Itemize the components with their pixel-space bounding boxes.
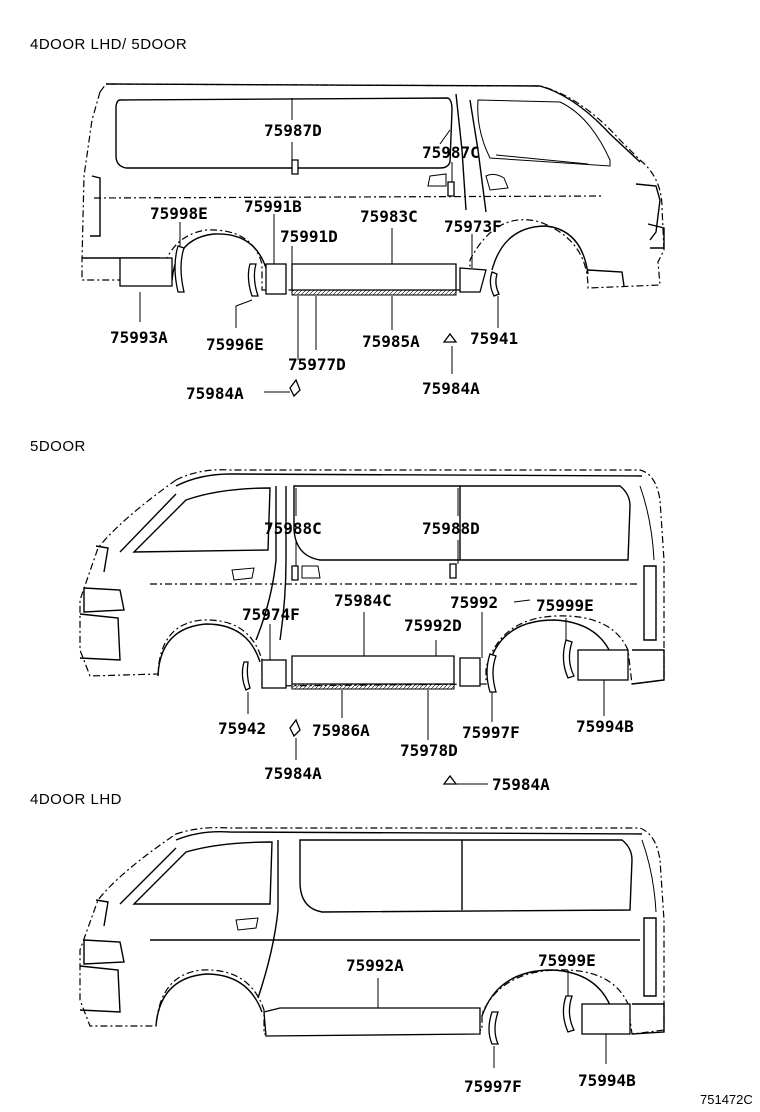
label-75998E: 75998E	[150, 204, 208, 223]
section-4door-lhd: 4DOOR LHD	[30, 791, 665, 1096]
label-75984A-right: 75984A	[492, 775, 550, 794]
label-75992A: 75992A	[346, 956, 404, 975]
leaders-2	[247, 488, 605, 785]
part-rear-arch-trim	[174, 245, 185, 293]
part-front-arch-trim	[489, 271, 500, 297]
label-75973F: 75973F	[444, 217, 502, 236]
van-outline-1	[81, 83, 665, 291]
clip-75987D	[291, 159, 299, 175]
label-75974F: 75974F	[242, 605, 300, 624]
label-75986A: 75986A	[312, 721, 370, 740]
part-rocker-moulding-5door	[291, 655, 455, 685]
clip-75984A-b	[442, 332, 458, 343]
section-title: 4DOOR LHD	[30, 791, 122, 808]
part-front-arch-trim	[241, 661, 251, 691]
label-75988C: 75988C	[264, 519, 322, 538]
part-rear-mudguard	[577, 649, 629, 681]
parts-2	[241, 563, 629, 785]
diagram-reference-number: 751472C	[700, 1092, 753, 1107]
section-4door-lhd-5door: 4DOOR LHD/ 5DOOR	[30, 36, 665, 403]
label-75994B: 75994B	[578, 1071, 636, 1090]
label-75988D: 75988D	[422, 519, 480, 538]
label-75991D: 75991D	[280, 227, 338, 246]
part-rear-mudguard	[119, 257, 173, 287]
label-75997F: 75997F	[462, 723, 520, 742]
labels-3: 75992A 75999E 75997F 75994B	[346, 951, 636, 1096]
part-rear-arch-trim	[486, 653, 497, 693]
clip-75987C	[447, 181, 455, 197]
section-title: 4DOOR LHD/ 5DOOR	[30, 36, 187, 53]
part-rocker-step	[291, 289, 457, 296]
van-outline-2	[79, 469, 665, 687]
label-75984A-left: 75984A	[186, 384, 244, 403]
label-75984A-left: 75984A	[264, 764, 322, 783]
part-door-mudguard-rear	[265, 263, 287, 295]
labels-1: 75987D 75987C 75998E 75991B 75983C 75991…	[110, 121, 518, 403]
label-75992D: 75992D	[404, 616, 462, 635]
parts-1	[119, 159, 500, 398]
label-75987D: 75987D	[264, 121, 322, 140]
clip-75988C	[291, 565, 299, 581]
label-75992: 75992	[450, 593, 498, 612]
label-75977D: 75977D	[288, 355, 346, 374]
label-75999E: 75999E	[538, 951, 596, 970]
clip-75984A-a	[289, 378, 301, 398]
section-5door: 5DOOR	[30, 438, 665, 794]
part-rear-arch-trim	[488, 1011, 499, 1045]
clip-75988D	[449, 563, 457, 579]
part-slide-door-mudguard	[459, 657, 481, 687]
label-75983C: 75983C	[360, 207, 418, 226]
part-rear-arch-trim-2	[562, 995, 575, 1033]
label-75997F: 75997F	[464, 1077, 522, 1096]
label-75978D: 75978D	[400, 741, 458, 760]
section-title: 5DOOR	[30, 438, 86, 455]
label-75993A: 75993A	[110, 328, 168, 347]
label-75994B: 75994B	[576, 717, 634, 736]
label-75942: 75942	[218, 719, 266, 738]
part-rear-arch-trim-2	[562, 639, 575, 679]
part-door-mudguard-front	[459, 267, 487, 293]
label-75999E: 75999E	[536, 596, 594, 615]
part-rear-arch-trim-2	[247, 263, 259, 297]
part-rear-mudguard	[581, 1003, 631, 1035]
label-75987C: 75987C	[422, 143, 480, 162]
van-outline-3	[79, 827, 665, 1035]
label-75984C: 75984C	[334, 591, 392, 610]
labels-2: 75988C 75988D 75974F 75984C 75992 75999E…	[218, 519, 634, 794]
leaders-3	[377, 970, 607, 1068]
label-75996E: 75996E	[206, 335, 264, 354]
parts-3	[263, 995, 631, 1045]
part-rocker-moulding-4door	[263, 1007, 481, 1037]
label-75984A-right: 75984A	[422, 379, 480, 398]
part-front-door-mudguard	[261, 659, 287, 689]
clip-75984A-d	[442, 774, 458, 785]
label-75991B: 75991B	[244, 197, 302, 216]
part-rocker-step-5door	[291, 683, 455, 690]
clip-75984A-c	[289, 718, 301, 738]
leaders-1	[139, 98, 589, 393]
label-75941: 75941	[470, 329, 518, 348]
label-75985A: 75985A	[362, 332, 420, 351]
part-rocker-moulding	[291, 263, 457, 291]
